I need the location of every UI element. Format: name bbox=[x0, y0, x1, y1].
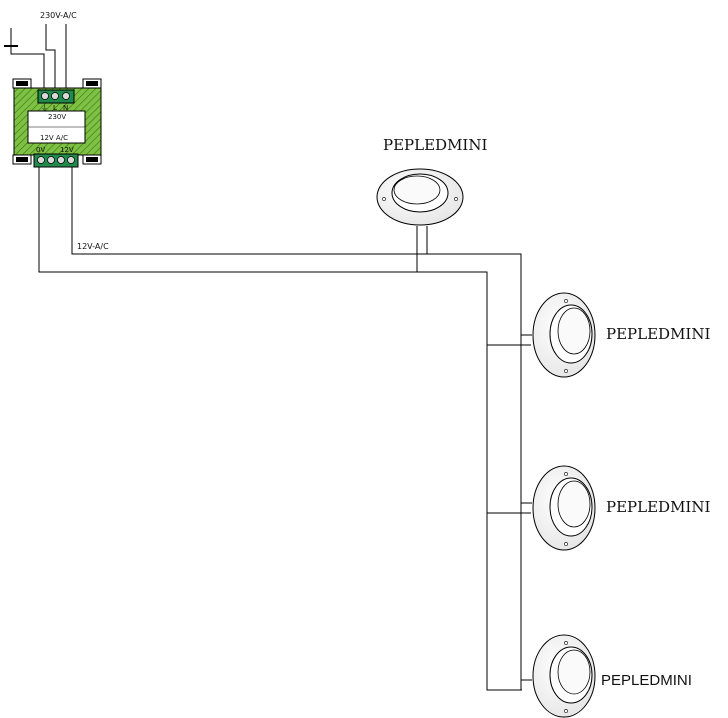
light-fixture-side-1 bbox=[532, 292, 596, 378]
primary-voltage-label: 230V bbox=[48, 113, 66, 121]
output-terminal-block bbox=[33, 153, 79, 168]
mains-wires bbox=[10, 24, 67, 90]
secondary-voltage-label: 12V A/C bbox=[40, 134, 68, 142]
earth-icon bbox=[4, 28, 18, 47]
input-terminal-neutral: N bbox=[63, 104, 68, 112]
input-terminal-earth: ⏚ bbox=[41, 104, 48, 112]
transformer: ⏚ L N 230V 12V A/C 0V 12V bbox=[12, 78, 102, 168]
output-terminal-12v: 12V bbox=[60, 146, 74, 154]
light-fixture-side-2 bbox=[532, 465, 596, 551]
output-voltage-label: 12V-A/C bbox=[77, 242, 109, 251]
light-label-side-3: PEPLEDMINI bbox=[601, 672, 692, 689]
light-label-side-2: PEPLEDMINI bbox=[606, 498, 710, 516]
light-label-side-1: PEPLEDMINI bbox=[606, 325, 710, 343]
light-fixture-top bbox=[376, 168, 464, 226]
output-terminal-0v: 0V bbox=[36, 146, 45, 154]
input-terminal-live: L bbox=[53, 104, 57, 112]
light-fixture-side-3 bbox=[532, 634, 596, 718]
low-voltage-wires bbox=[38, 167, 532, 691]
mains-voltage-label: 230V-A/C bbox=[40, 11, 77, 20]
light-label-top: PEPLEDMINI bbox=[383, 136, 487, 154]
